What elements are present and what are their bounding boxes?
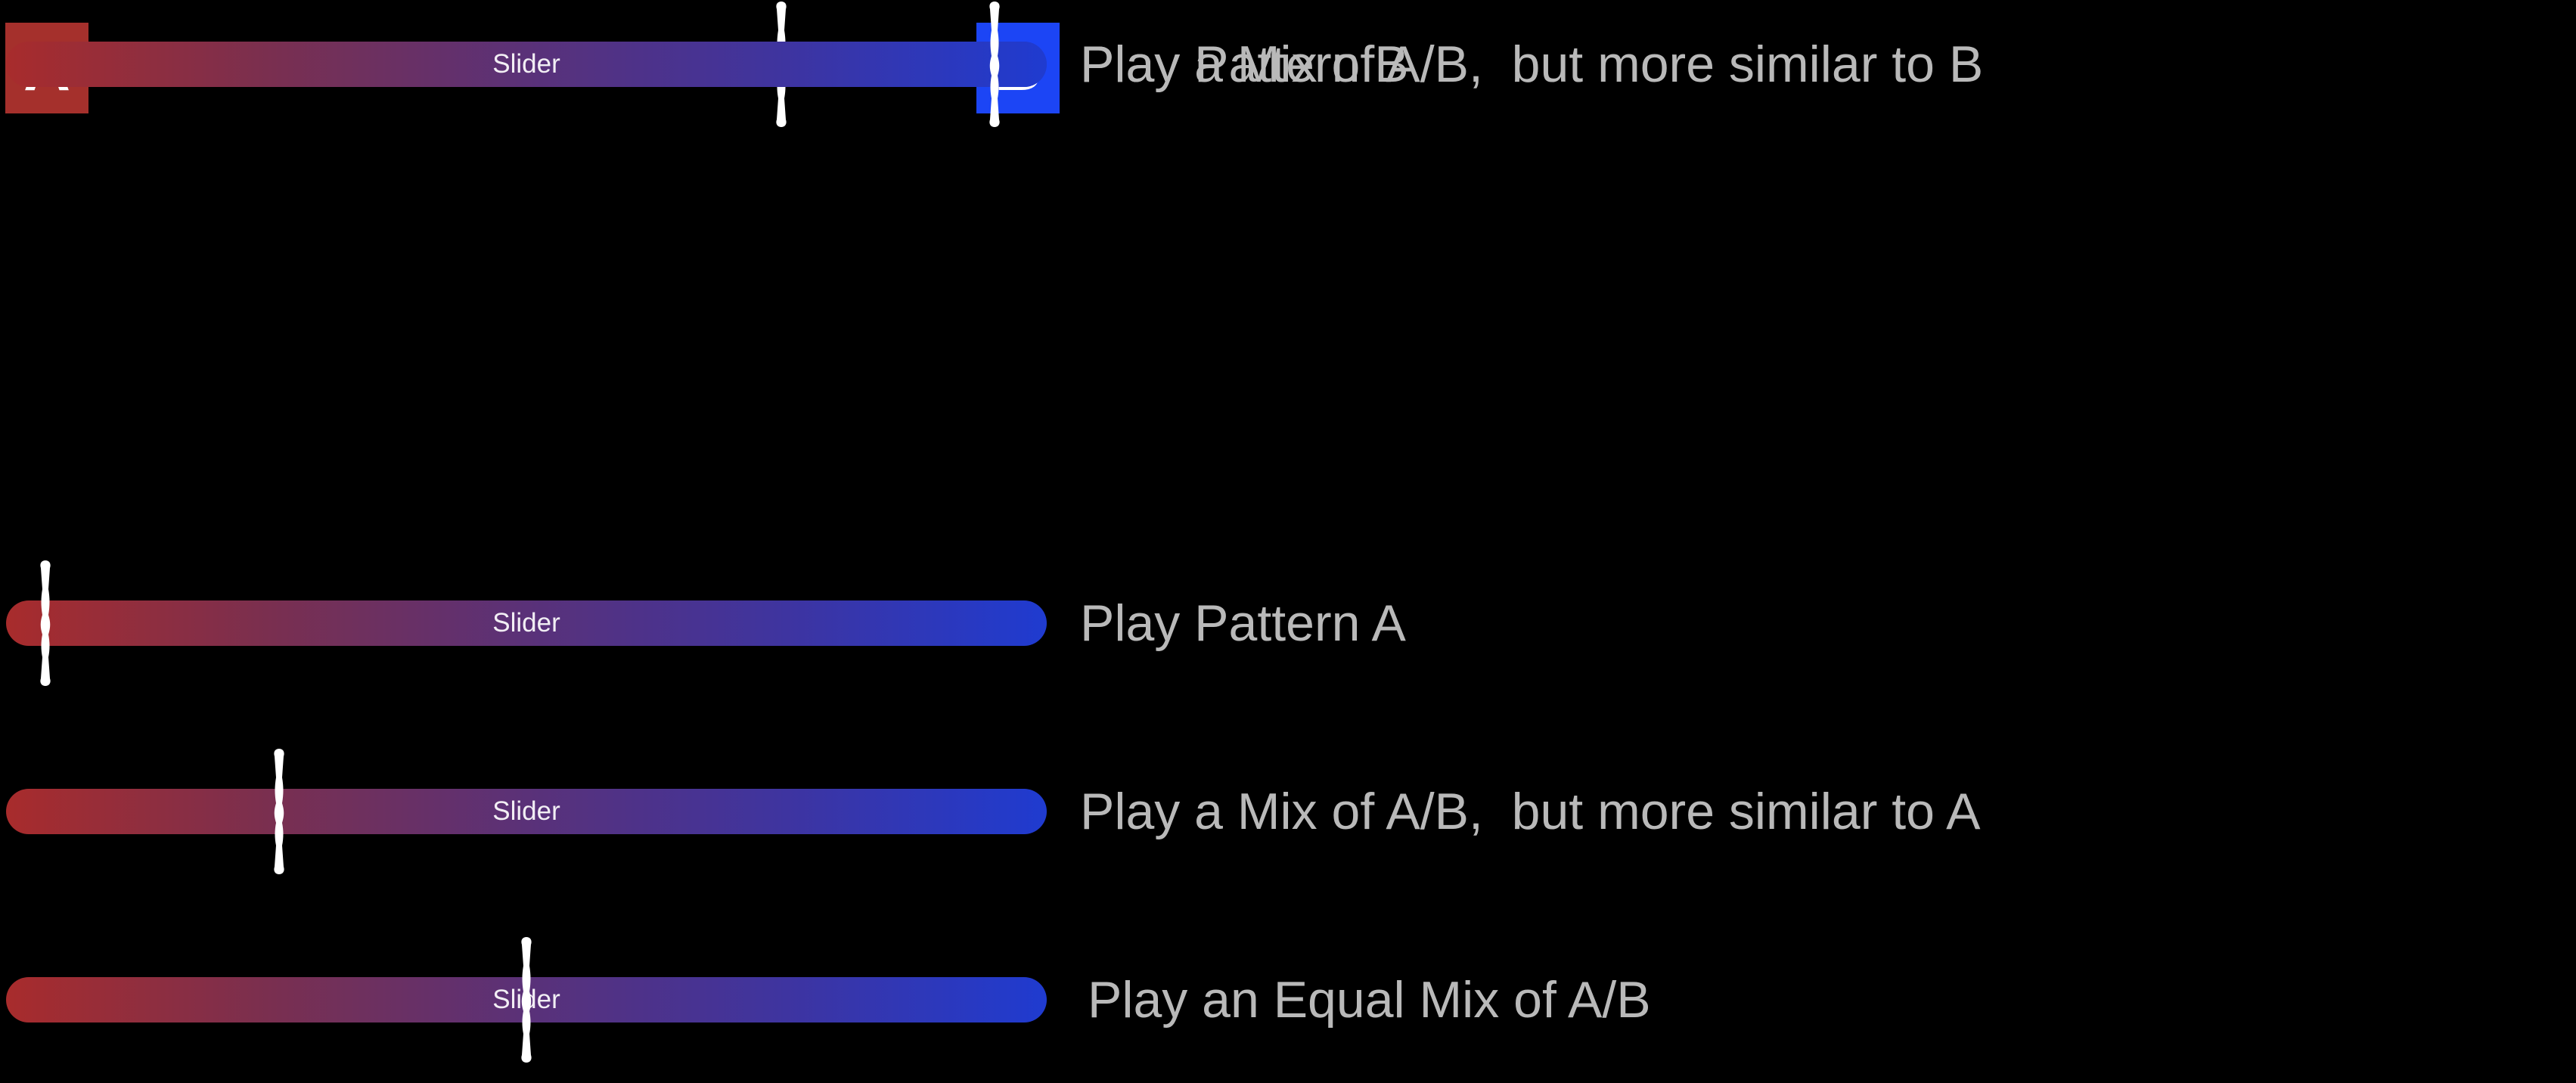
slider-handle[interactable] [985,0,1004,129]
ab-slider-track[interactable]: Slider [6,789,1047,834]
slider-label: Slider [492,49,560,79]
slider-caption: Play Pattern A [1080,594,1406,652]
slider-caption: Play a Mix of A/B, but more similar to A [1080,783,1981,840]
slider-label: Slider [492,608,560,638]
slider-row-mix-toward-a: Slider Play a Mix of A/B, but more simil… [0,747,2576,876]
slider-label: Slider [492,796,560,826]
ab-slider-track[interactable]: Slider [6,42,1047,87]
slider-row-pattern-b: Slider Play Pattern B [0,0,2576,129]
slider-row-equal-mix: Slider Play an Equal Mix of A/B [0,936,2576,1064]
slider-handle[interactable] [270,747,288,876]
ab-slider-track[interactable]: Slider [6,600,1047,646]
slider-caption: Play a Mix of A/B, but more similar to B [1080,36,1984,93]
slider-caption: Play an Equal Mix of A/B [1088,971,1651,1029]
slider-caption: Play Pattern B [1080,36,1409,93]
slider-row-pattern-a: Slider Play Pattern A [0,559,2576,687]
slider-handle[interactable] [517,936,535,1064]
slider-handle[interactable] [36,559,54,687]
